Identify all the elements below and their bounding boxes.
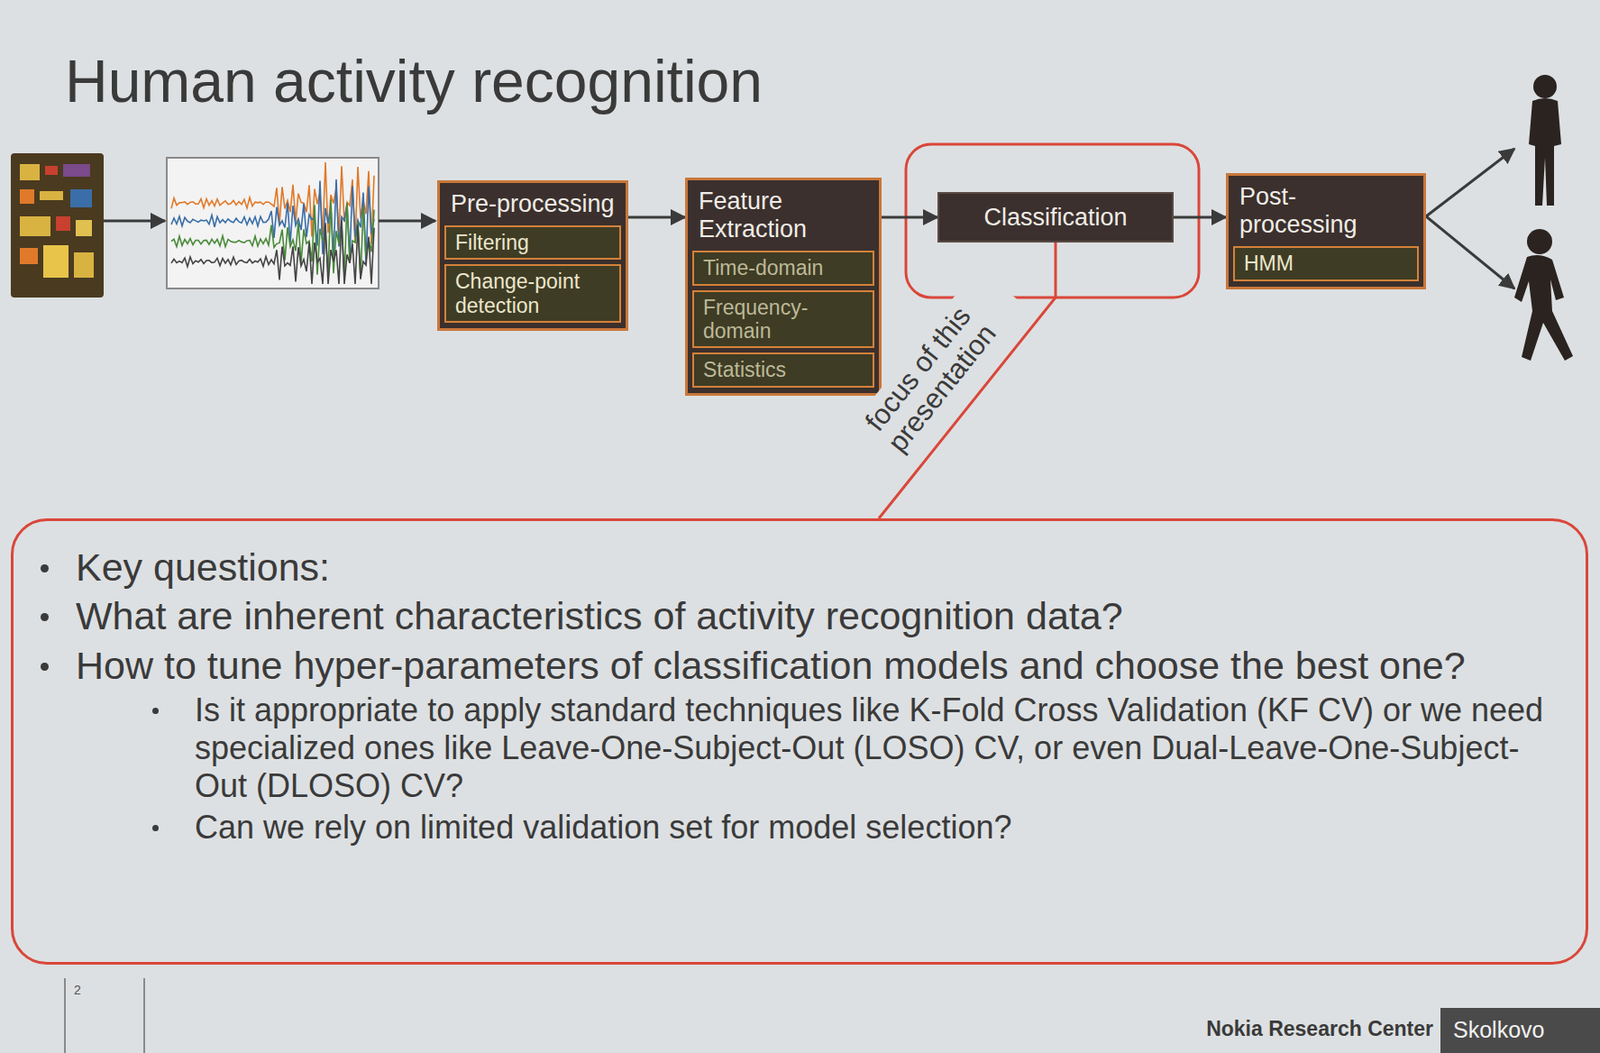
drawing-part	[1528, 98, 1562, 206]
drawing-part	[171, 162, 375, 284]
flow-arrow	[628, 216, 686, 220]
slide-number: 2	[73, 982, 82, 997]
bullet-dot	[152, 824, 159, 832]
drawing-part	[19, 247, 38, 265]
step-detail: HMM	[1233, 246, 1419, 281]
drawing-part	[19, 189, 35, 204]
step-detail: Time-domain	[692, 250, 875, 285]
bullet-dot	[40, 612, 49, 622]
detail-text: Frequency-domain	[703, 295, 864, 344]
footer-band	[1440, 1007, 1600, 1053]
pipeline-stage: Classification	[937, 192, 1174, 243]
drawing-part	[63, 164, 91, 177]
bullet-dot	[40, 564, 49, 573]
flow-arrow	[103, 219, 165, 223]
drawing-part	[73, 252, 94, 278]
stage-title: Classification	[983, 203, 1127, 232]
detail-text: Statistics	[703, 357, 864, 382]
bullet-dot	[152, 707, 159, 714]
drawing-part	[70, 189, 92, 208]
pipeline-stage: Feature ExtractionTime-domainFrequency-d…	[685, 177, 882, 396]
stage-title: Feature Extraction	[687, 180, 879, 251]
drawing-part	[10, 153, 104, 298]
drawing-part	[45, 165, 58, 175]
flow-arrow	[1173, 216, 1226, 220]
question-text: Is it appropriate to apply standard tech…	[194, 691, 1559, 805]
walking-person	[1514, 228, 1573, 361]
drawing-part	[19, 164, 40, 181]
stage-title: Pre-processing	[439, 182, 626, 226]
signal-trace	[171, 219, 375, 284]
drawing-part	[75, 219, 92, 237]
questions-panel: Key questions:What are inherent characte…	[10, 518, 1589, 965]
output-arrow	[1426, 148, 1515, 217]
footer-rule	[64, 978, 66, 1053]
drawing-part	[39, 191, 64, 201]
drawing-part	[19, 216, 51, 237]
slide-title: Human activity recognition	[64, 46, 763, 116]
drawing-part	[1533, 74, 1557, 99]
footer-text: Skolkovo	[1453, 1016, 1545, 1043]
drawing-part	[55, 216, 71, 231]
standing-person	[1528, 74, 1562, 206]
step-detail: Frequency-domain	[692, 290, 875, 349]
flow-arrow	[881, 216, 938, 220]
question-text: Key questions:	[75, 544, 330, 590]
footer-text: Nokia Research Center	[1206, 1016, 1434, 1042]
drawing-part	[1514, 255, 1573, 361]
flow-arrow	[378, 219, 436, 223]
question-row: Key questions:	[40, 544, 1559, 590]
bullet-dot	[40, 662, 49, 671]
question-row: Is it appropriate to apply standard tech…	[152, 691, 1559, 805]
signal-plot	[166, 157, 379, 289]
pipeline-stage: Post-processingHMM	[1225, 173, 1427, 290]
detail-text: Filtering	[455, 230, 611, 255]
footer-rule	[143, 978, 146, 1053]
question-row: What are inherent characteristics of act…	[40, 593, 1559, 639]
question-text: How to tune hyper-parameters of classifi…	[75, 642, 1466, 688]
step-detail: Change-point detection	[444, 264, 622, 323]
phone-icon	[10, 153, 104, 298]
drawing-part	[166, 157, 379, 289]
drawing-part	[43, 245, 69, 278]
stage-title: Post-processing	[1228, 175, 1424, 247]
question-text: What are inherent characteristics of act…	[75, 593, 1124, 639]
detail-text: HMM	[1243, 251, 1408, 275]
question-text: Can we rely on limited validation set fo…	[194, 808, 1012, 847]
question-row: Can we rely on limited validation set fo…	[152, 808, 1559, 847]
step-detail: Statistics	[692, 352, 875, 387]
output-arrow	[1426, 216, 1515, 289]
question-row: How to tune hyper-parameters of classifi…	[40, 642, 1559, 688]
pipeline-stage: Pre-processingFilteringChange-point dete…	[437, 180, 629, 331]
step-detail: Filtering	[444, 225, 622, 260]
focus-outline	[905, 144, 1199, 298]
drawing-part	[1526, 228, 1553, 255]
detail-text: Change-point detection	[455, 269, 611, 318]
detail-text: Time-domain	[703, 256, 864, 280]
